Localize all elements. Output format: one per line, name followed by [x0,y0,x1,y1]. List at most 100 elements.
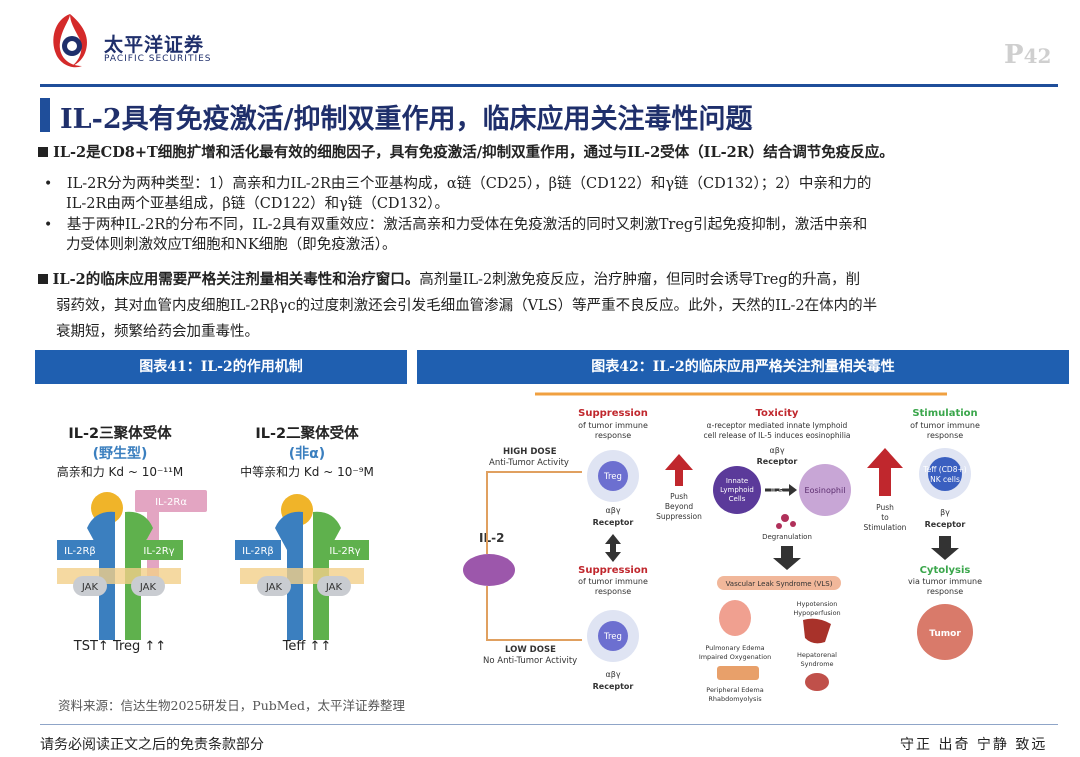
down-arrow-icon [773,546,801,570]
figure41-caption: 图表41：IL-2的作用机制 [35,350,407,384]
square-bullet-icon [38,147,48,157]
high-dose-sub: Anti-Tumor Activity [489,458,569,468]
dimer-subtitle: (非α) [289,445,325,462]
pulmonary-1: Pulmonary Edema [705,644,764,652]
vessel-shape [717,576,841,590]
title-accent-bar [40,98,50,132]
beta-chain-box [235,540,281,560]
suppression-mid-sub2: response [595,587,631,596]
vls-label: Vascular Leak Syndrome (VLS) [726,580,833,588]
push-beyond-2: Beyond [665,502,694,511]
push-beyond-3: Suppression [656,512,702,521]
suppression-mid-title: Suppression [578,565,648,576]
bullet2-line3: 衰期短，频繁给药会加重毒性。 [56,324,259,340]
peripheral-2: Rhabdomyolysis [708,695,762,703]
jak-right-label: JAK [325,582,343,593]
beta-chain-label: IL-2Rβ [64,546,96,557]
liver-icon [803,618,831,644]
degranulation-label: Degranulation [762,533,812,541]
up-arrow-icon [665,454,693,486]
stimulation-sub1: of tumor immune [910,421,980,430]
low-dose-label: LOW DOSE [505,645,556,655]
brand-name-cn: 太平洋证券 [104,34,205,56]
gamma-chain-box [321,540,369,560]
alpha-chain-box [135,490,207,512]
bullet2-line2: 弱药效，其对血管内皮细胞IL-2Rβγc的过度刺激还会引发毛细血管渗漏（VLS）… [56,298,878,314]
low-dose-sub: No Anti-Tumor Activity [483,656,577,666]
push-beyond-1: Push [670,492,688,501]
receptor-label: Receptor [925,520,966,529]
il5-label: IL-5 [771,487,783,495]
teff-label-1: Teff (CD8+) [922,465,966,474]
dot-bullet-icon: • [44,217,53,233]
push-stim-3: Stimulation [864,523,907,532]
beta-chain-box [57,540,103,560]
high-dose-arrow [486,471,582,554]
figure-source-note: 资料来源：信达生物2025研发日，PubMed，太平洋证券整理 [58,698,405,713]
bullet2-line1-rest: 高剂量IL-2刺激免疫反应，治疗肿瘤，但同时会诱导Treg的升高，削 [419,272,861,288]
bullet1-sub1: • IL-2R分为两种类型：1）高亲和力IL-2R由三个亚基构成，α链（CD25… [44,174,871,194]
eosinophil-label: Eosinophil [805,486,846,495]
bg-receptor-label: βγ [940,508,950,517]
push-stim-1: Push [876,503,894,512]
bullet2-heading-text: IL-2的临床应用需要严格关注剂量相关毒性和治疗窗口。 [52,271,420,288]
stimulation-sub2: response [927,431,963,440]
hypotension-1: Hypotension [797,600,838,608]
brand-name-en: PACIFIC SECURITIES [104,54,212,64]
bullet1-sub2: • 基于两种IL-2R的分布不同，IL-2具有双重效应：激活高亲和力受体在免疫激… [44,215,867,235]
cytolysis-sub1: via tumor immune [908,577,982,586]
footer-rule [40,724,1058,725]
trimer-title: IL-2三聚体受体 [68,424,172,442]
treg-cell-icon [598,621,628,651]
figure41-diagram: IL-2三聚体受体 (野生型) 高亲和力 Kd ~ 10⁻¹¹M IL-2Rα … [57,424,374,654]
trimer-subtitle: (野生型) [93,445,148,462]
bullet1-sub2-line1: 基于两种IL-2R的分布不同，IL-2具有双重效应：激活高亲和力受体在免疫激活的… [66,217,868,233]
bullet1-sub1-line1: IL-2R分为两种类型：1）高亲和力IL-2R由三个亚基构成，α链（CD25），… [66,176,872,192]
receptor-label: Receptor [757,457,798,466]
innate-lymphoid-cell-icon [713,466,761,514]
bullet1-sub1-line2: IL-2R由两个亚基组成，β链（CD122）和γ链（CD132）。 [66,196,449,212]
dimer-effect: Teff ↑↑ [282,639,332,654]
trimer-effect: TST↑ Treg ↑↑ [73,639,166,654]
innate-label-3: Cells [729,495,746,503]
page-number: P42 [1004,40,1051,70]
suppression-top-sub1: of tumor immune [578,421,648,430]
gamma-chain-label: IL-2Rγ [143,546,174,557]
beta-chain-label: IL-2Rβ [242,546,274,557]
bullet1-heading-text: IL-2是CD8+T细胞扩增和活化最有效的细胞因子，具有免疫激活/抑制双重作用，… [53,144,894,161]
tumor-cell-icon [917,604,973,660]
low-dose-arrow [486,586,582,641]
treg-label: Treg [603,632,622,642]
square-bullet-icon [38,274,48,284]
jak-right-label: JAK [139,582,157,593]
down-arrow-icon [931,536,959,560]
stimulation-title: Stimulation [912,408,977,419]
kidney-icon [805,673,829,691]
alpha-chain-label: IL-2Rα [155,497,187,508]
innate-label-2: Lymphoid [720,486,754,494]
jak-left-label: JAK [265,582,283,593]
hypotension-2: Hypoperfusion [793,609,840,617]
treg-label: Treg [603,472,622,482]
eosinophil-cell-icon [799,464,851,516]
cytolysis-title: Cytolysis [920,565,971,576]
innate-label-1: Innate [726,477,748,485]
lungs-icon [719,600,751,636]
granule-icon [790,521,796,527]
dot-bullet-icon: • [44,176,53,192]
treg-cell-icon [598,461,628,491]
gamma-chain-box [135,540,183,560]
footer-disclaimer: 请务必阅读正文之后的免责条款部分 [40,737,264,753]
hepatorenal-1: Hepatorenal [797,651,837,659]
il2-protein-icon [463,554,515,586]
pulmonary-2: Impaired Oxygenation [699,653,771,661]
abg-receptor-label: αβγ [605,506,620,515]
hepatorenal-2: Syndrome [800,660,833,668]
suppression-mid-sub1: of tumor immune [578,577,648,586]
cytolysis-sub2: response [927,587,963,596]
abg-receptor-label: αβγ [605,670,620,679]
gamma-chain-label: IL-2Rγ [329,546,360,557]
bullet1-sub2-line2: 力受体则刺激效应T细胞和NK细胞（即免疫激活）。 [66,237,397,253]
figure42-diagram: IL-2 HIGH DOSE Anti-Tumor Activity LOW D… [463,392,982,703]
toxicity-sub1: α-receptor mediated innate lymphoid [707,421,848,430]
